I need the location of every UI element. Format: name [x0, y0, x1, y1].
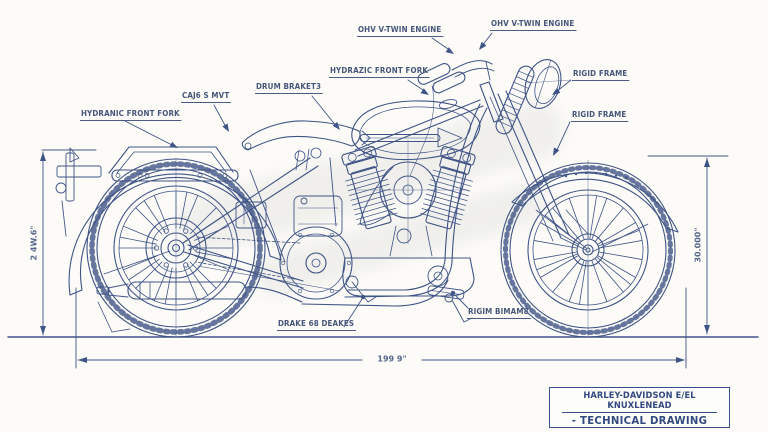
handlebars — [417, 60, 495, 94]
callout-hydrazic-front-fork: HYDRAZIC FRONT FORK — [329, 66, 430, 78]
callout-drake-68-deakes: DRAKE 68 DEAKES — [277, 319, 357, 331]
callout-ohv-v-twin-engine-2: OHV V-TWIN ENGINE — [490, 19, 577, 31]
seat — [241, 120, 361, 171]
front-fender — [511, 171, 679, 253]
front-spokes — [533, 194, 643, 306]
callout-rigid-frame-2: RIGID FRAME — [571, 110, 629, 122]
dimension-lines — [40, 149, 729, 369]
callout-rigid-frame-1: RIGID FRAME — [572, 69, 630, 81]
front-cylinder — [420, 146, 476, 230]
title-block-divider — [562, 412, 717, 413]
callout-drum-braket3: DRUM BRAKET3 — [255, 82, 324, 94]
rear-cylinder — [341, 146, 398, 230]
callout-leaders — [124, 32, 572, 328]
callout-ohv-v-twin-engine-1: OHV V-TWIN ENGINE — [357, 25, 444, 37]
air-cleaner — [359, 161, 437, 226]
floorboard — [427, 285, 473, 323]
dimension-right-height: 30.000" — [693, 227, 703, 263]
fuel-tank — [351, 99, 481, 161]
engine — [279, 85, 476, 303]
callout-hydranic-front-fork-left: HYDRANIC FRONT FORK — [80, 109, 182, 121]
title-block: HARLEY-DAVIDSON E/EL KNUXLENEAD - TECHNI… — [549, 387, 730, 428]
crankcase — [342, 257, 475, 297]
title-block-model-name: HARLEY-DAVIDSON E/EL KNUXLENEAD — [583, 391, 696, 411]
dimension-bottom-length: 199 9" — [373, 354, 411, 364]
headlight — [524, 59, 562, 109]
callout-caj6-s-mvt: CAJ6 S MVT — [181, 91, 232, 103]
taillight-bracket — [55, 147, 102, 237]
oil-tank — [235, 195, 343, 237]
primary-cover — [279, 226, 353, 300]
rear-wheel — [86, 158, 266, 338]
callout-rigim-bimam8: RIGIM BIMAM8 — [467, 307, 531, 319]
dimension-left-height: 2 4W.6" — [29, 225, 39, 261]
tank-emblem — [359, 127, 463, 148]
front-wheel — [500, 162, 676, 338]
title-block-subtitle: - TECHNICAL DRAWING — [571, 414, 708, 427]
front-fork — [479, 65, 587, 251]
fender-rivets — [564, 171, 628, 179]
fork-spring — [495, 65, 535, 135]
exhaust — [96, 279, 449, 307]
